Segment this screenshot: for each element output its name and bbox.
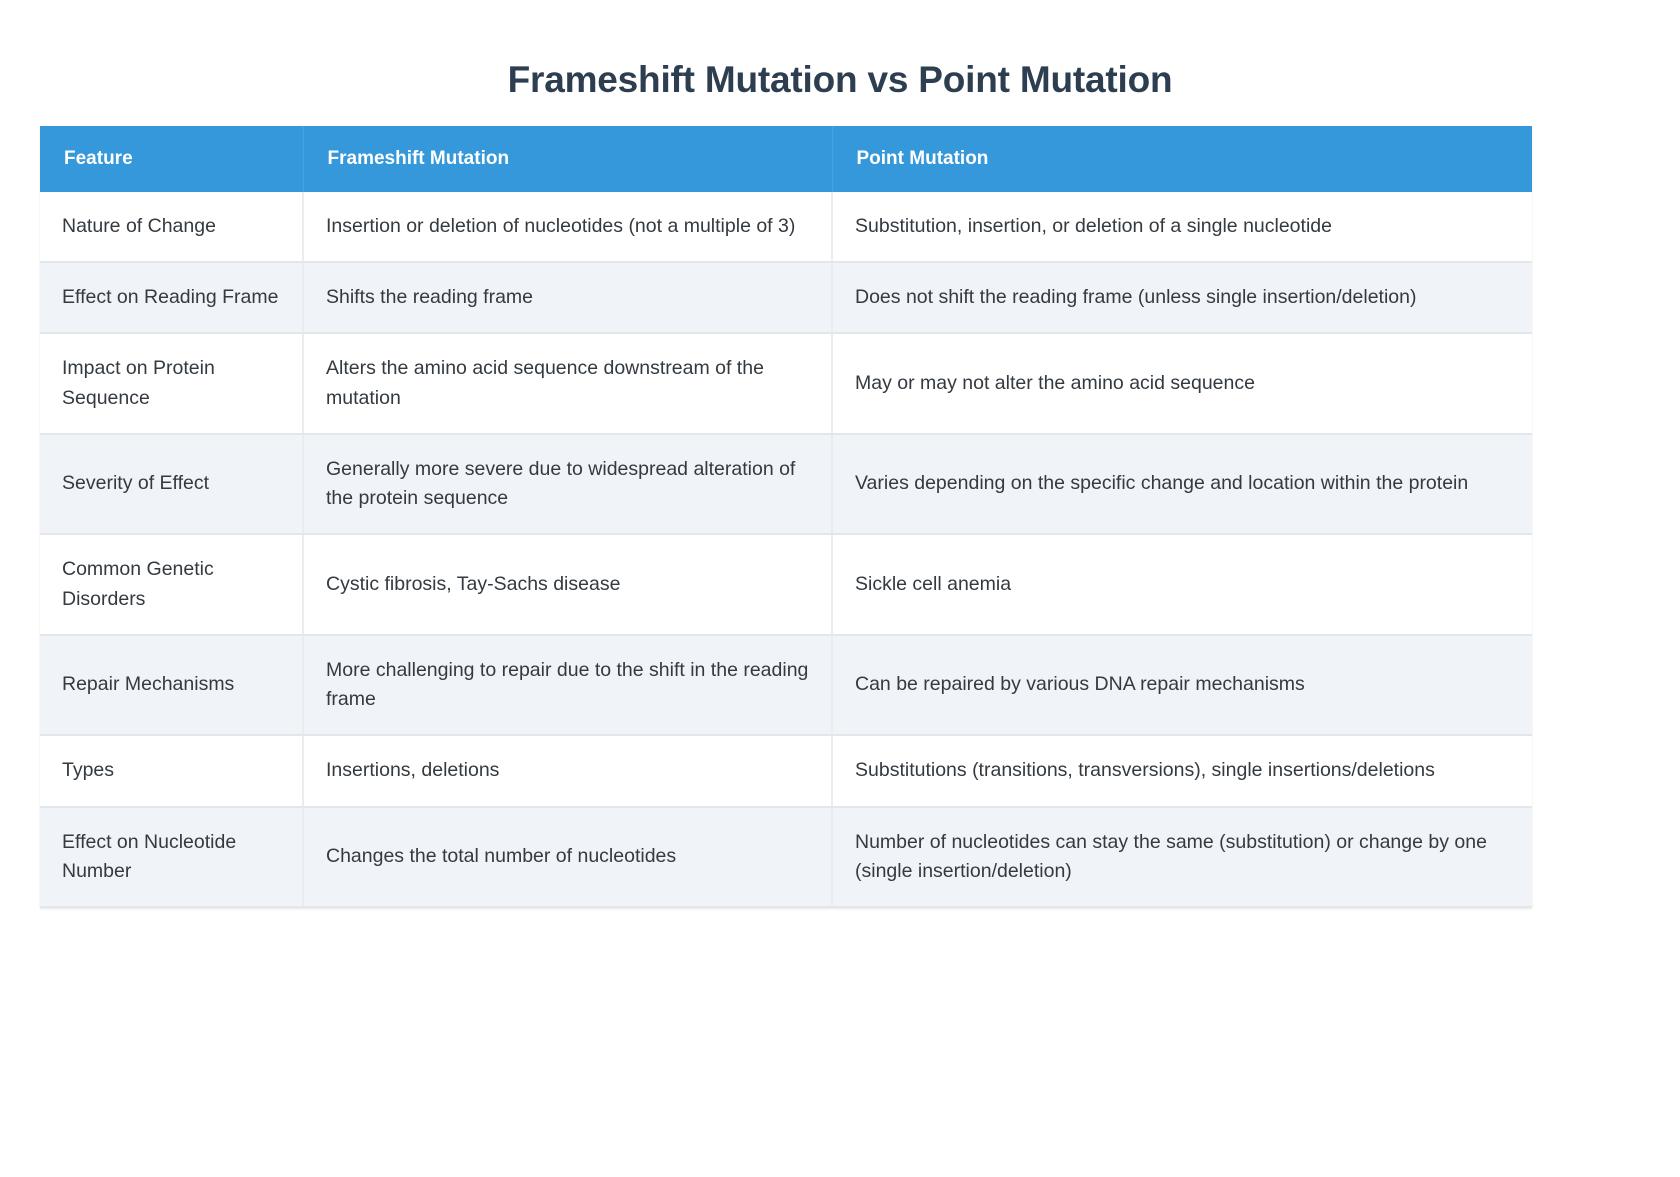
cell-point: Substitutions (transitions, transversion… bbox=[832, 735, 1532, 808]
table-row: Common Genetic Disorders Cystic fibrosis… bbox=[40, 534, 1532, 636]
cell-feature: Types bbox=[40, 735, 304, 808]
cell-feature: Effect on Reading Frame bbox=[40, 262, 304, 335]
comparison-table: Feature Frameshift Mutation Point Mutati… bbox=[40, 125, 1532, 909]
cell-feature: Repair Mechanisms bbox=[40, 634, 304, 737]
cell-point: Substitution, insertion, or deletion of … bbox=[832, 191, 1532, 264]
cell-frameshift: More challenging to repair due to the sh… bbox=[303, 634, 833, 737]
cell-point: Sickle cell anemia bbox=[832, 534, 1532, 636]
table-row: Nature of Change Insertion or deletion o… bbox=[40, 191, 1532, 264]
table-row: Effect on Reading Frame Shifts the readi… bbox=[40, 262, 1532, 335]
cell-frameshift: Insertions, deletions bbox=[303, 735, 833, 808]
cell-frameshift: Insertion or deletion of nucleotides (no… bbox=[303, 191, 833, 264]
cell-frameshift: Changes the total number of nucleotides bbox=[303, 806, 833, 909]
table-row: Types Insertions, deletions Substitution… bbox=[40, 735, 1532, 808]
table-body: Nature of Change Insertion or deletion o… bbox=[40, 191, 1532, 909]
column-header-point-mutation: Point Mutation bbox=[832, 125, 1532, 192]
cell-point: Varies depending on the specific change … bbox=[832, 433, 1532, 536]
cell-frameshift: Cystic fibrosis, Tay-Sachs disease bbox=[303, 534, 833, 636]
cell-feature: Nature of Change bbox=[40, 191, 304, 264]
table-header-row: Feature Frameshift Mutation Point Mutati… bbox=[40, 125, 1532, 192]
table-row: Severity of Effect Generally more severe… bbox=[40, 433, 1532, 536]
page-root: Frameshift Mutation vs Point Mutation Fe… bbox=[0, 25, 1680, 1177]
cell-feature: Impact on Protein Sequence bbox=[40, 333, 304, 435]
column-header-feature: Feature bbox=[40, 125, 304, 192]
cell-frameshift: Alters the amino acid sequence downstrea… bbox=[303, 333, 833, 435]
comparison-table-container: Feature Frameshift Mutation Point Mutati… bbox=[40, 125, 1532, 909]
cell-frameshift: Generally more severe due to widespread … bbox=[303, 433, 833, 536]
cell-feature: Severity of Effect bbox=[40, 433, 304, 536]
column-header-frameshift-mutation: Frameshift Mutation bbox=[303, 125, 833, 192]
table-row: Impact on Protein Sequence Alters the am… bbox=[40, 333, 1532, 435]
cell-point: May or may not alter the amino acid sequ… bbox=[832, 333, 1532, 435]
page-title: Frameshift Mutation vs Point Mutation bbox=[507, 58, 1173, 100]
cell-point: Does not shift the reading frame (unless… bbox=[832, 262, 1532, 335]
cell-frameshift: Shifts the reading frame bbox=[303, 262, 833, 335]
cell-feature: Effect on Nucleotide Number bbox=[40, 806, 304, 909]
table-header: Feature Frameshift Mutation Point Mutati… bbox=[40, 125, 1532, 192]
cell-point: Can be repaired by various DNA repair me… bbox=[832, 634, 1532, 737]
cell-point: Number of nucleotides can stay the same … bbox=[832, 806, 1532, 909]
table-row: Repair Mechanisms More challenging to re… bbox=[40, 634, 1532, 737]
table-row: Effect on Nucleotide Number Changes the … bbox=[40, 806, 1532, 909]
cell-feature: Common Genetic Disorders bbox=[40, 534, 304, 636]
